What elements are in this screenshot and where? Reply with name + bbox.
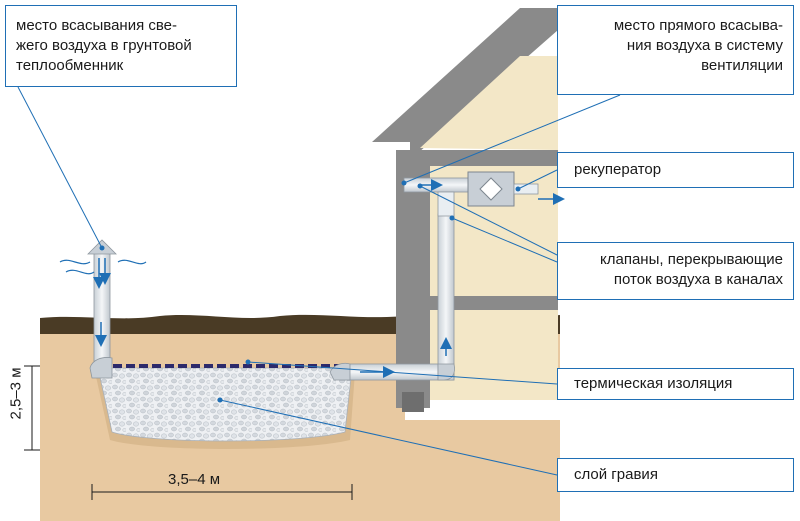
underground-pipe bbox=[339, 363, 455, 381]
callout-line: место всасывания све- bbox=[16, 17, 178, 34]
width-dimension-label: 3,5–4 м bbox=[168, 471, 221, 488]
depth-dimension-line bbox=[24, 365, 40, 451]
callout-line: поток воздуха в каналах bbox=[613, 271, 783, 288]
topsoil-band bbox=[40, 314, 405, 334]
gravel-layer-callout: слой гравия bbox=[557, 458, 794, 492]
top-elbow bbox=[437, 191, 455, 217]
recuperator-callout: рекуператор bbox=[557, 152, 794, 188]
gravel-layer-label: слой гравия bbox=[574, 466, 658, 483]
leader-lines bbox=[17, 86, 621, 476]
wind-waves bbox=[59, 259, 147, 275]
callout-line: место прямого всасыва- bbox=[613, 17, 783, 34]
depth-dimension-label: 2,5–3 м bbox=[7, 367, 25, 420]
recuperator-unit bbox=[467, 171, 539, 207]
fresh-air-intake-callout: место всасывания све- жего воздуха в гру… bbox=[5, 5, 237, 87]
gravel-bed bbox=[97, 367, 353, 442]
callout-line: вентиляции bbox=[701, 57, 783, 74]
leader-dots bbox=[99, 180, 521, 403]
right-elbow-cap bbox=[329, 362, 351, 381]
callout-line: теплообменник bbox=[16, 57, 124, 74]
callout-line: ния воздуха в систему bbox=[626, 37, 783, 54]
left-elbow bbox=[89, 357, 113, 379]
recuperator-label: рекуператор bbox=[574, 161, 662, 178]
thermal-insulation-label: термическая изоляция bbox=[574, 375, 733, 392]
callout-line: жего воздуха в грунтовой bbox=[16, 37, 192, 54]
valves-callout: клапаны, перекрывающие поток воздуха в к… bbox=[557, 242, 794, 300]
intake-riser-pipe bbox=[93, 249, 111, 371]
direct-intake-callout: место прямого всасыва- ния воздуха в сис… bbox=[557, 5, 794, 95]
width-dimension-line bbox=[91, 484, 353, 500]
thermal-insulation-callout: термическая изоляция bbox=[557, 368, 794, 400]
callout-line: клапаны, перекрывающие bbox=[600, 251, 783, 268]
house bbox=[372, 8, 558, 412]
